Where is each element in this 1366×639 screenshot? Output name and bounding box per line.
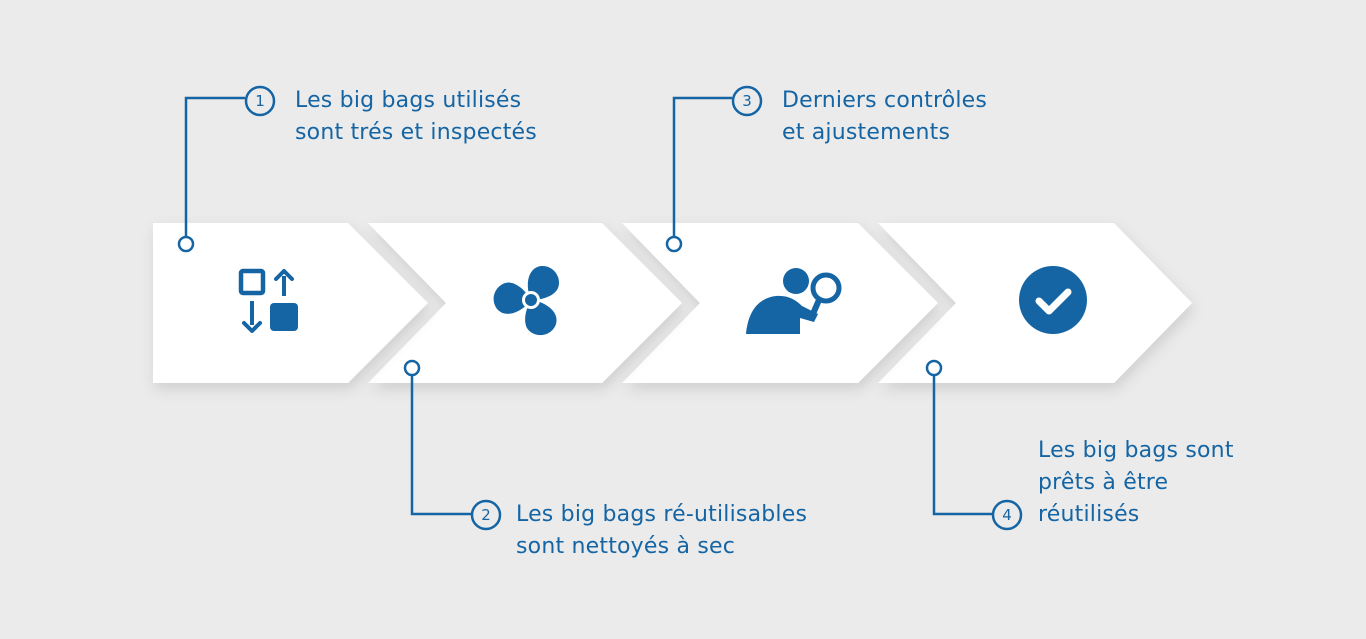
step-4-number-circle	[991, 499, 1023, 531]
step-3-text-line: et ajustements	[782, 120, 951, 145]
step-4-number: 4	[1002, 506, 1012, 524]
step-1-connector	[184, 96, 245, 237]
step-4-text-line: prêts à être	[1038, 470, 1169, 495]
step-2-dot	[403, 359, 421, 377]
step-3-connector	[672, 96, 732, 237]
sort-icon	[238, 268, 298, 333]
step-2-text-line: Les big bags ré-utilisables	[516, 502, 808, 527]
step-3-number-circle	[731, 85, 763, 117]
step-3-number: 3	[742, 92, 752, 110]
step-4-text-line: réutilisés	[1038, 502, 1140, 527]
step-4-dot	[925, 359, 943, 377]
step-1-text-line: sont trés et inspectés	[295, 120, 537, 145]
step-3-text: Derniers contrôles et ajustements	[782, 85, 987, 149]
step-1-text: Les big bags utilisés sont trés et inspe…	[295, 85, 537, 149]
step-4-connector	[932, 375, 992, 516]
fan-icon	[493, 265, 560, 336]
step-2-text-line: sont nettoyés à sec	[516, 534, 736, 559]
step-2-number: 2	[481, 506, 491, 524]
step-1-number: 1	[255, 92, 265, 110]
step-2-text: Les big bags ré-utilisables sont nettoyé…	[516, 499, 807, 563]
step-3-text-line: Derniers contrôles	[782, 88, 988, 113]
step-2-number-circle	[470, 499, 502, 531]
step-1-text-line: Les big bags utilisés	[295, 88, 522, 113]
step-1-number-circle	[244, 85, 276, 117]
step-4-text-line: Les big bags sont	[1038, 438, 1234, 463]
check-circle-icon	[1019, 266, 1087, 334]
step-1-dot	[177, 235, 195, 253]
inspector-magnifier-icon	[746, 268, 842, 334]
step-3-dot	[665, 235, 683, 253]
step-2-connector	[410, 375, 471, 516]
step-4-text: Les big bags sont prêts à être réutilisé…	[1038, 435, 1234, 531]
